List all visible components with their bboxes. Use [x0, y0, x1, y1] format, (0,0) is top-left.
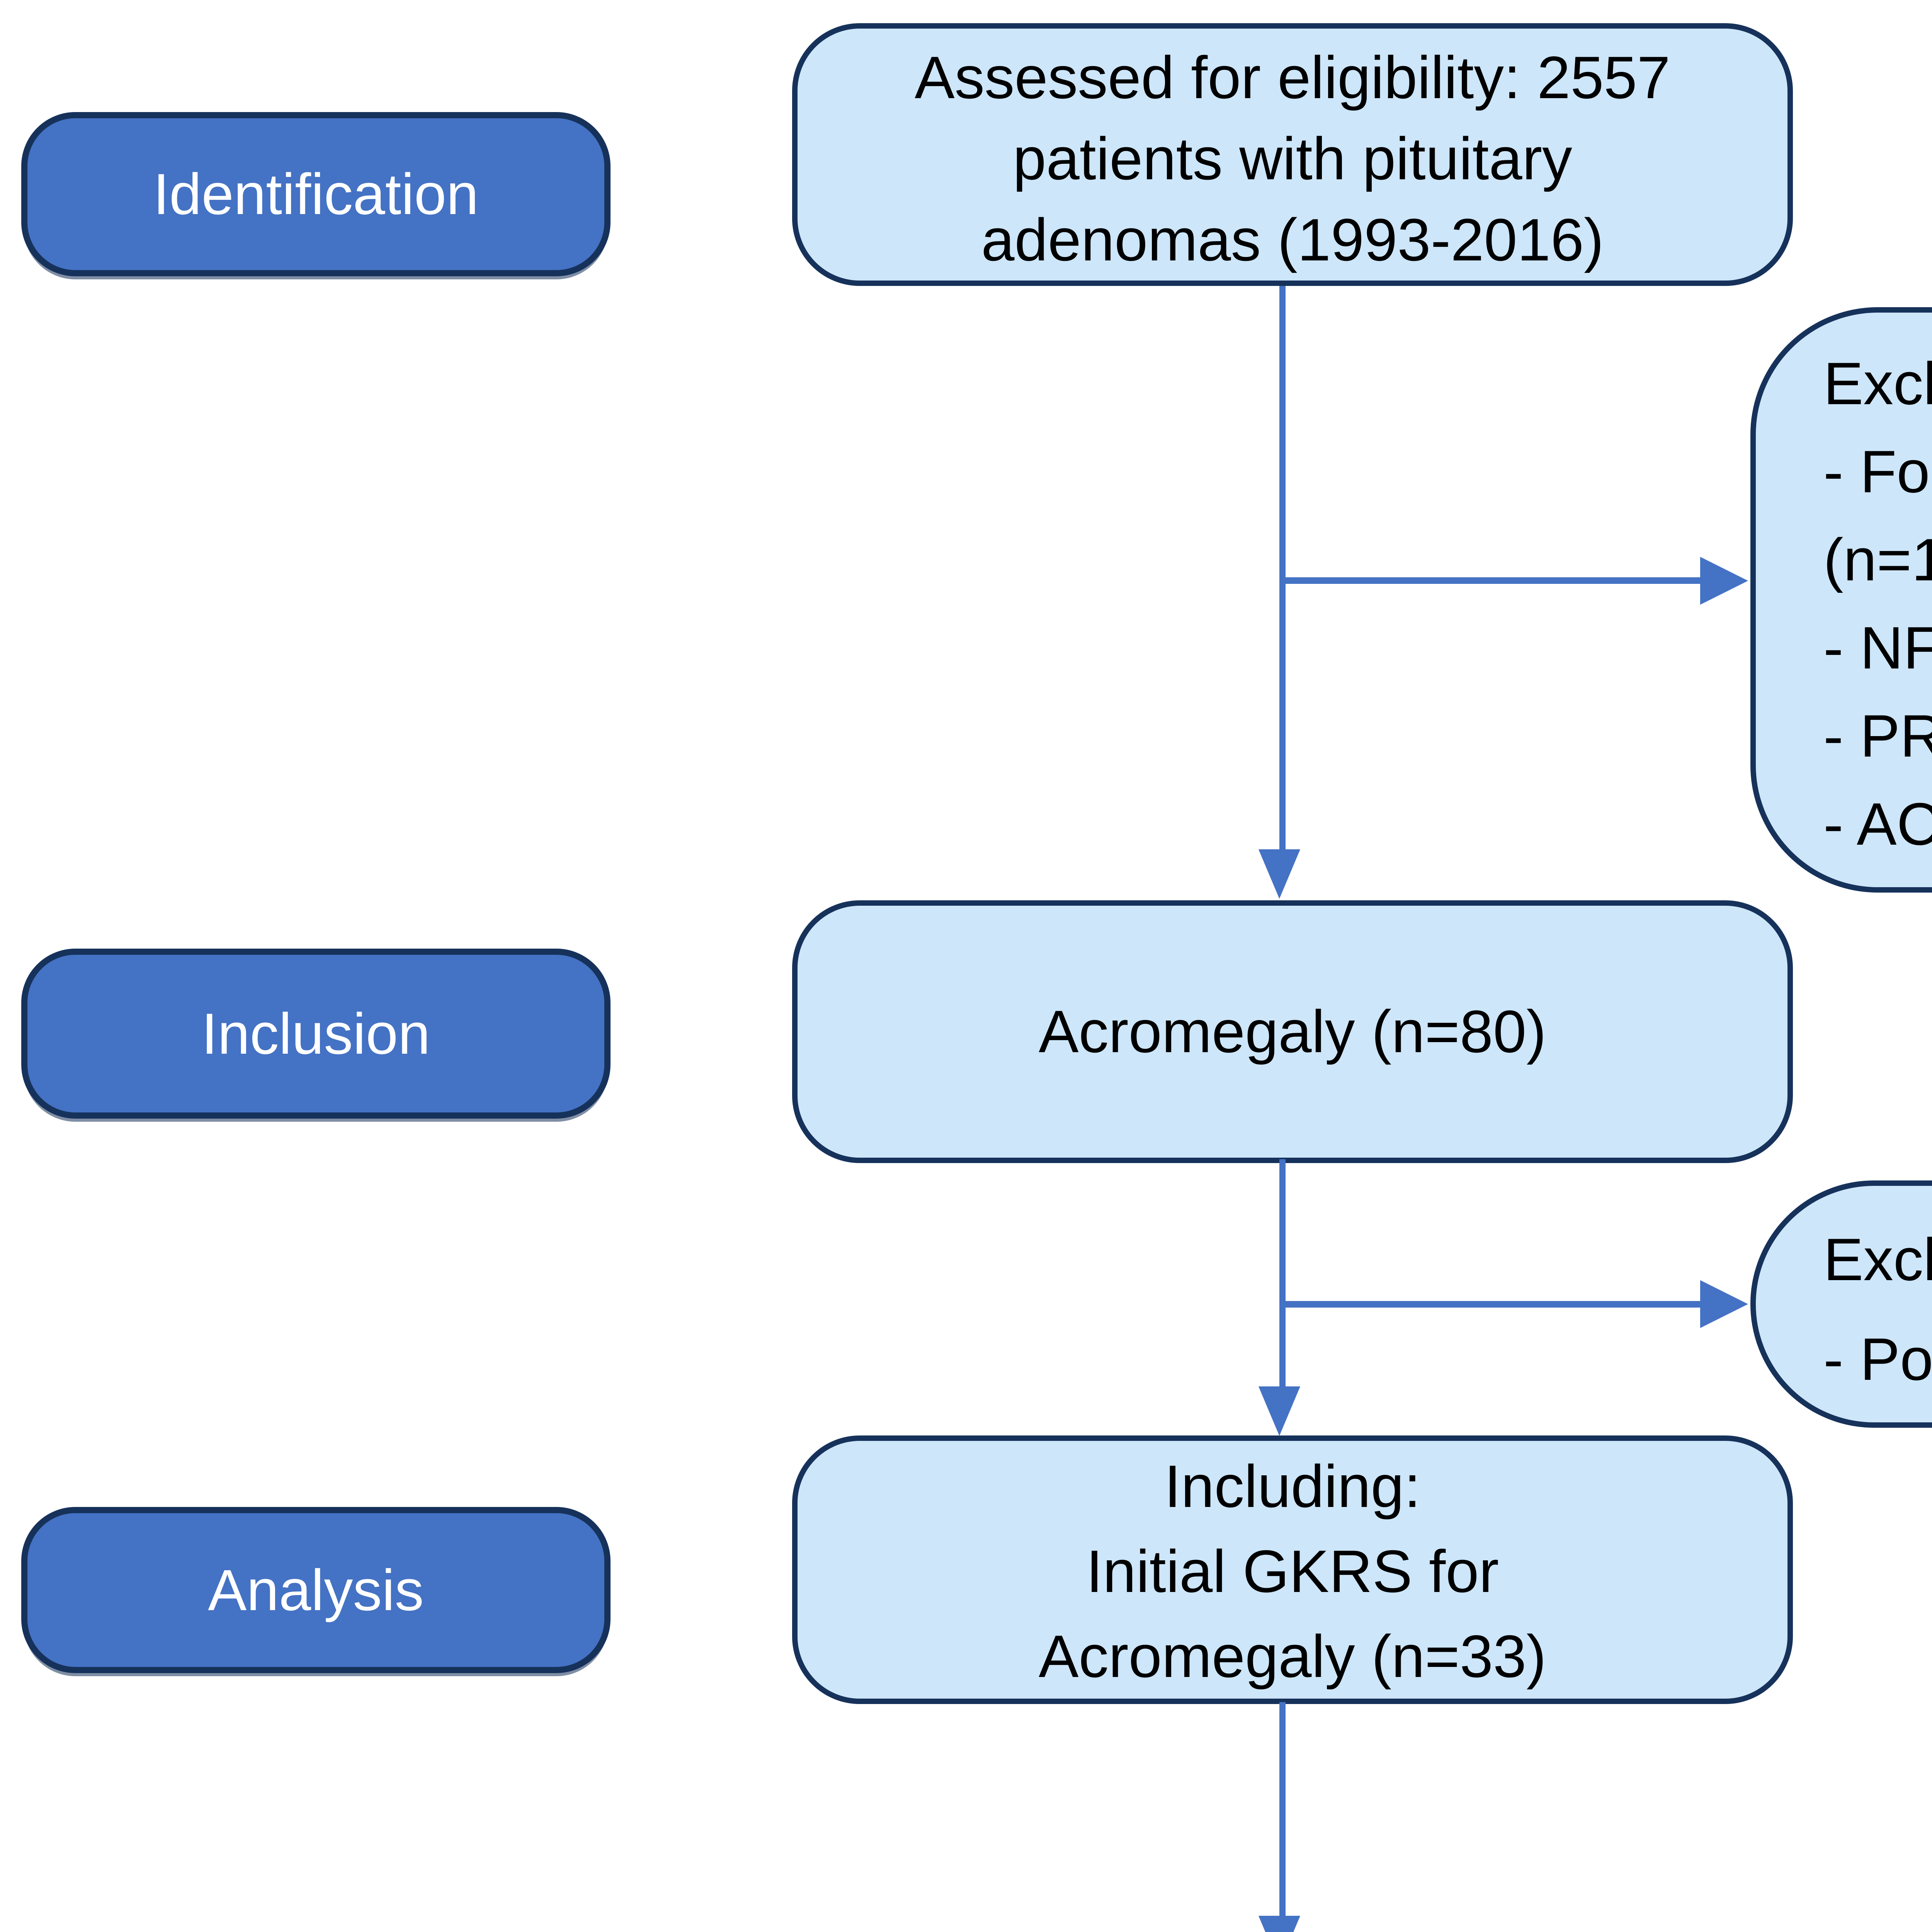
exclusion-text-line: Excluding: [1823, 350, 1932, 417]
exclusion-text-line: - Post-operation (n=47) [1823, 1326, 1932, 1393]
flow-box-text-line: adenomas (1993-2016) [981, 206, 1604, 273]
exclusion-box-first: Excluding: - Follow-up < 12 months (n=18… [1750, 307, 1932, 893]
stage-label-text: Inclusion [201, 1001, 430, 1066]
flow-box-including-initial-gkrs: Including: Initial GKRS for Acromegaly (… [792, 1435, 1793, 1704]
exclusion-box-second: Excluding: - Post-operation (n=47) [1750, 1180, 1932, 1428]
arrow-including-to-followup-shaft [1279, 1702, 1286, 1917]
flow-box-assessed-for-eligibility: Assessed for eligibility: 2557 patients … [792, 23, 1793, 286]
arrow-assessed-to-acromegaly-shaft [1279, 286, 1286, 850]
branch-arrow-to-second-exclusion-shaft [1282, 1301, 1701, 1308]
exclusion-text-line: Excluding: [1823, 1226, 1932, 1293]
exclusion-text-line: - PRL (n=287) [1823, 702, 1932, 769]
flow-box-text-line: Initial GKRS for [1086, 1538, 1499, 1605]
exclusion-text-line: (n=1806) [1823, 526, 1932, 593]
arrow-down-icon [1259, 1386, 1300, 1436]
stage-label-analysis: Analysis [21, 1507, 611, 1673]
stage-label-identification: Identification [21, 112, 611, 276]
flow-box-text-line: Including: [1164, 1453, 1421, 1520]
exclusion-text-line: - Follow-up < 12 months [1823, 438, 1932, 505]
flow-box-text-line: Assessed for eligibility: 2557 [915, 44, 1670, 111]
flow-box-text-line: patients with pituitary [1013, 125, 1572, 192]
flow-box-text-line: Acromegaly (n=80) [1039, 998, 1546, 1065]
arrow-acromegaly-to-including-shaft [1279, 1159, 1286, 1387]
flow-box-text-line: Acromegaly (n=33) [1039, 1623, 1546, 1690]
stage-label-inclusion: Inclusion [21, 949, 611, 1119]
exclusion-text-line: - ACTH (n=14) [1823, 791, 1932, 857]
arrow-right-icon [1700, 1280, 1748, 1328]
branch-arrow-to-first-exclusion-shaft [1282, 577, 1701, 584]
arrow-right-icon [1700, 557, 1748, 605]
stage-label-text: Analysis [208, 1557, 424, 1622]
stage-label-text: Identification [153, 162, 479, 226]
arrow-down-icon [1259, 849, 1300, 899]
flow-box-acromegaly: Acromegaly (n=80) [792, 900, 1793, 1163]
exclusion-text-line: - NFPA (n=370) [1823, 614, 1932, 681]
arrow-down-icon [1259, 1916, 1300, 1932]
